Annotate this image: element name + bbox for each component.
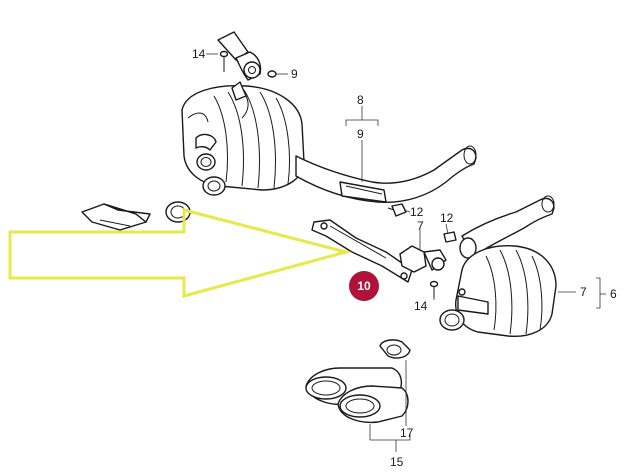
right-inlet-pipe xyxy=(459,195,555,259)
left-muffler xyxy=(181,85,305,196)
leader-lines xyxy=(206,53,606,452)
tailpipe-clamp xyxy=(379,339,411,359)
left-pipe-sleeve xyxy=(81,201,191,231)
crossover-pipe xyxy=(295,145,477,204)
callout-7-mid: 7 xyxy=(417,219,424,233)
callout-9-top: 9 xyxy=(291,67,298,81)
callout-12-right: 12 xyxy=(440,211,454,225)
callout-14-top: 14 xyxy=(192,47,206,61)
twin-tailpipe-tips xyxy=(305,367,409,424)
clamp-nut-12-left xyxy=(387,203,407,217)
part-10-badge: 10 xyxy=(349,271,379,301)
callout-7-right: 7 xyxy=(580,285,587,299)
right-muffler xyxy=(439,245,557,337)
highlight-arrow xyxy=(8,208,352,298)
callout-6: 6 xyxy=(610,287,617,301)
callout-17: 17 xyxy=(400,426,414,440)
part-10-label: 10 xyxy=(357,279,371,293)
upper-hanger-bracket xyxy=(217,31,277,119)
callout-14-mid: 14 xyxy=(414,299,428,313)
clamp-nut-12-right xyxy=(443,231,457,243)
rear-bracket-part-10 xyxy=(311,219,413,283)
callout-9-mid: 9 xyxy=(357,127,364,141)
right-hanger-bracket xyxy=(399,245,447,298)
callout-8: 8 xyxy=(357,93,364,107)
callout-12-left: 12 xyxy=(410,205,424,219)
callout-15: 15 xyxy=(390,455,404,469)
